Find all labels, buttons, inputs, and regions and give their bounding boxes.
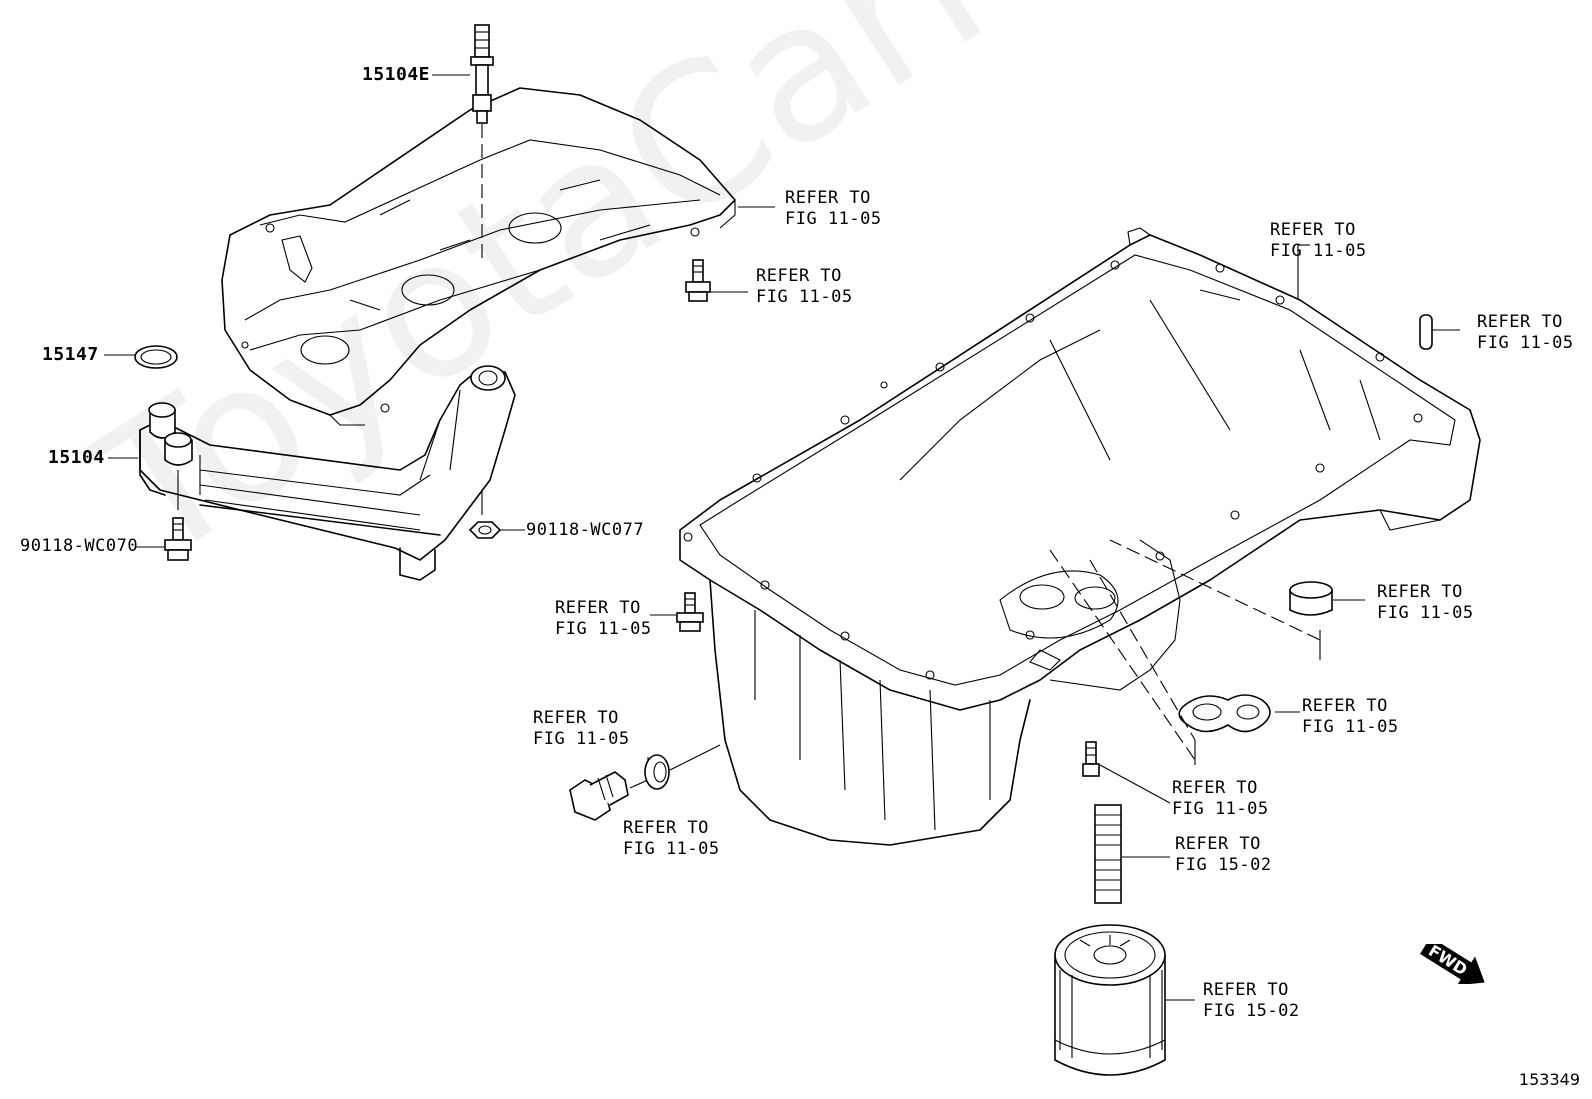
bolt-90118-wc070 (164, 517, 192, 561)
label-15104e[interactable]: 15104E (362, 64, 431, 85)
ref-small-bolt[interactable]: REFER TO FIG 11-05 (1172, 778, 1269, 819)
label-15104[interactable]: 15104 (48, 447, 105, 468)
ref-pan-top[interactable]: REFER TO FIG 11-05 (1270, 220, 1367, 261)
oil-filter (1054, 924, 1166, 1076)
fwd-arrow-icon: FWD (1420, 944, 1485, 984)
dowel-pin (1419, 314, 1433, 350)
ref-drain-gasket[interactable]: REFER TO FIG 11-05 (623, 818, 720, 859)
baffle-bolt (685, 259, 711, 302)
pan-bolt-holes (683, 260, 1423, 680)
label-15147[interactable]: 15147 (42, 344, 99, 365)
filter-stud (1094, 804, 1122, 904)
ref-baffle-bolt[interactable]: REFER TO FIG 11-05 (756, 266, 853, 307)
small-bolt (1082, 741, 1100, 777)
ref-pan-bolt[interactable]: REFER TO FIG 11-05 (555, 598, 652, 639)
ref-bushing[interactable]: REFER TO FIG 11-05 (1377, 582, 1474, 623)
drain-gasket (644, 754, 670, 790)
ref-drain-plug[interactable]: REFER TO FIG 11-05 (533, 708, 630, 749)
label-90118-wc077[interactable]: 90118-WC077 (526, 520, 645, 540)
bushing (1289, 581, 1333, 616)
label-90118-wc070[interactable]: 90118-WC070 (20, 536, 139, 556)
figure-id: 153349 (1518, 1070, 1580, 1089)
drain-plug (569, 771, 629, 821)
stud-15104e (470, 24, 494, 262)
ref-pin[interactable]: REFER TO FIG 11-05 (1477, 312, 1574, 353)
baffle-plate (221, 87, 736, 426)
oil-strainer (139, 365, 516, 581)
ref-figure-8-gasket[interactable]: REFER TO FIG 11-05 (1302, 696, 1399, 737)
figure-8-gasket (1178, 694, 1271, 733)
pan-bolt (676, 592, 704, 632)
fwd-label: FWD (1425, 944, 1471, 979)
oil-pan (679, 227, 1481, 846)
o-ring-15147 (134, 345, 178, 369)
ref-oil-filter[interactable]: REFER TO FIG 15-02 (1203, 980, 1300, 1021)
nut-90118-wc077 (468, 521, 502, 539)
ref-stud[interactable]: REFER TO FIG 15-02 (1175, 834, 1272, 875)
ref-baffle-plate[interactable]: REFER TO FIG 11-05 (785, 188, 882, 229)
